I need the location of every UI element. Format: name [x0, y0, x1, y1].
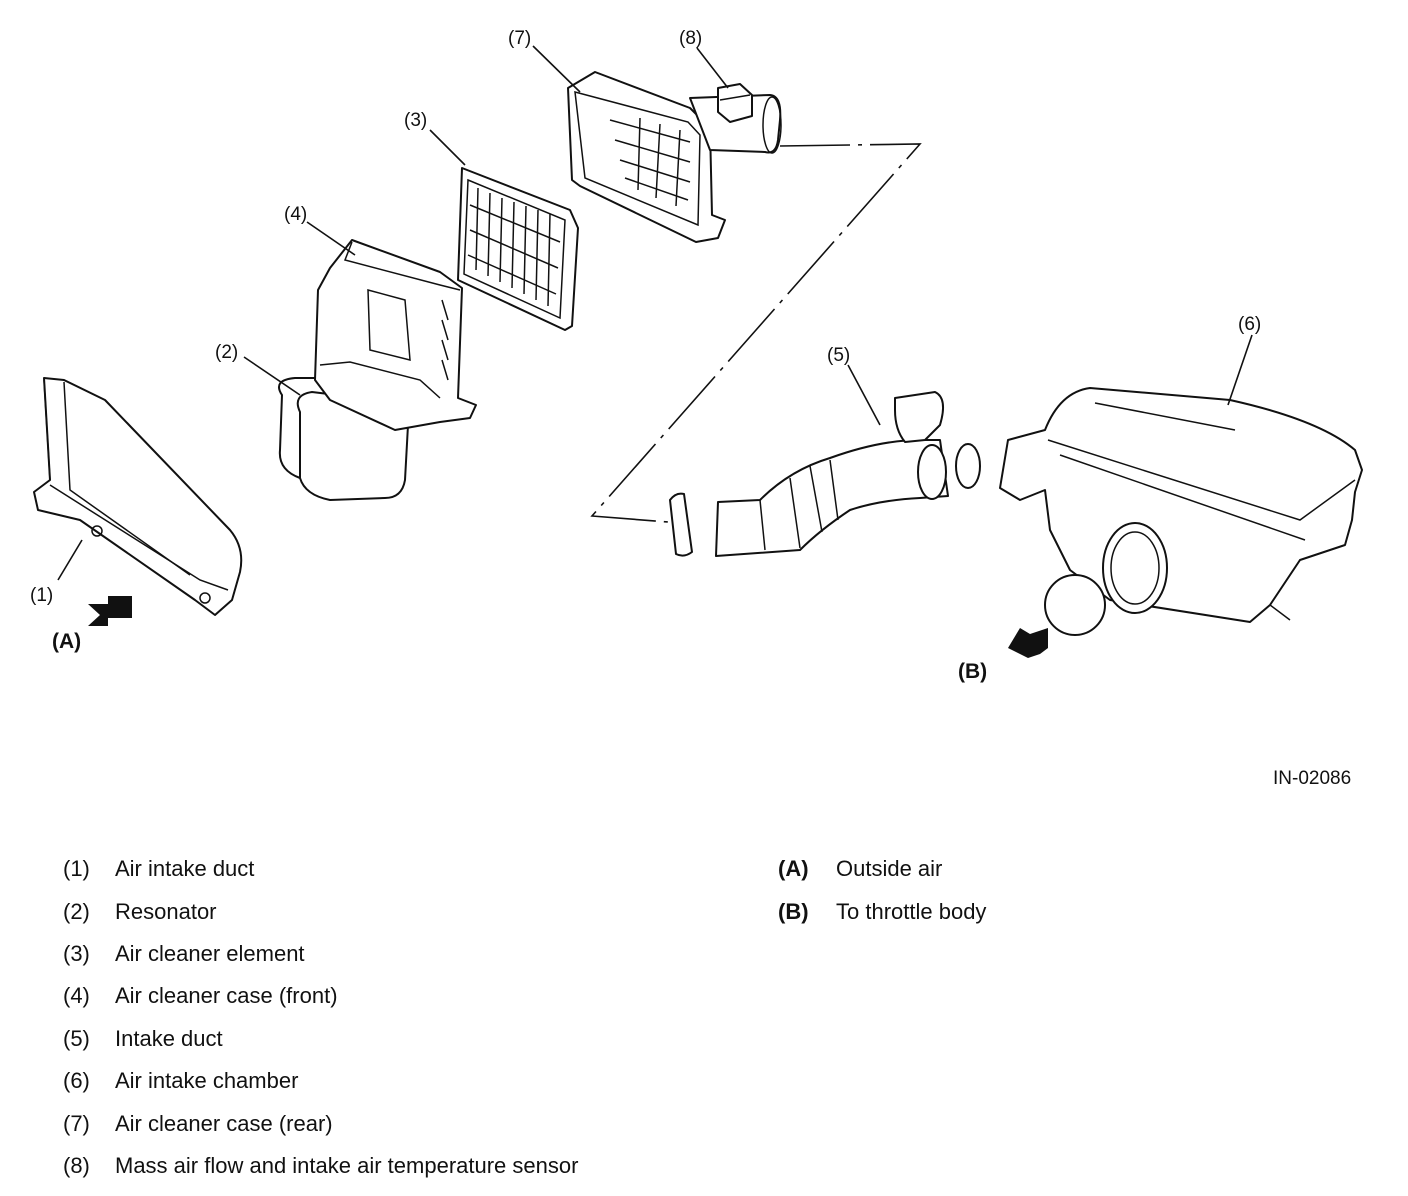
legend-item: (6) Air intake chamber: [63, 1060, 578, 1102]
connection-line: [590, 143, 922, 523]
legend-number: (5): [63, 1025, 90, 1051]
legend-label: Air cleaner case (front): [115, 983, 338, 1009]
legend-number: (4): [63, 983, 90, 1009]
callout-2: (2): [215, 342, 238, 363]
legend-label: Air intake chamber: [115, 1068, 299, 1094]
intake-duct-part: [669, 391, 981, 557]
air-intake-duct-part: [33, 377, 243, 616]
legend-item: (4) Air cleaner case (front): [63, 975, 578, 1017]
legend-key: (A): [778, 856, 809, 882]
legend-item: (3) Air cleaner element: [63, 933, 578, 975]
air-cleaner-case-front-part: [314, 239, 477, 431]
legend-number: (1): [63, 856, 90, 882]
reference-code: IN-02086: [1273, 768, 1351, 789]
legend-number: (3): [63, 940, 90, 966]
leader-lines: [57, 45, 1253, 581]
legend-label: Mass air flow and intake air temperature…: [115, 1152, 579, 1178]
callout-b: (B): [958, 660, 987, 683]
legend-item: (5) Intake duct: [63, 1018, 578, 1060]
callout-a: (A): [52, 630, 81, 653]
legend-label: To throttle body: [836, 898, 987, 924]
maf-sensor-part: [717, 83, 753, 123]
legend-label: Intake duct: [115, 1025, 223, 1051]
legend-item: (B) To throttle body: [778, 890, 986, 932]
legend-label: Resonator: [115, 898, 217, 924]
legend-label: Air intake duct: [115, 856, 255, 882]
flow-legend: (A) Outside air (B) To throttle body: [778, 848, 986, 933]
callout-5: (5): [827, 345, 850, 366]
air-intake-chamber-part: [999, 387, 1363, 636]
air-cleaner-case-rear-part: [567, 71, 782, 243]
legend-number: (6): [63, 1068, 90, 1094]
callout-8: (8): [679, 28, 702, 49]
callout-3: (3): [404, 110, 427, 131]
outside-air-arrow-icon: [88, 596, 132, 626]
legend-item: (2) Resonator: [63, 890, 578, 932]
legend-number: (2): [63, 898, 90, 924]
legend-item: (7) Air cleaner case (rear): [63, 1102, 578, 1144]
legend-label: Outside air: [836, 856, 943, 882]
parts-legend: (1) Air intake duct (2) Resonator (3) Air cle…: [63, 848, 578, 1187]
callout-6: (6): [1238, 314, 1261, 335]
callout-7: (7): [508, 28, 531, 49]
to-throttle-body-arrow-icon: [1008, 628, 1048, 658]
exploded-parts-diagram: (1) (2) (3) (4) (5) (6) (7) (8) (A) (B) …: [30, 28, 1363, 789]
legend-item: (8) Mass air flow and intake air temperat…: [63, 1145, 578, 1187]
air-cleaner-element-part: [457, 167, 579, 331]
legend-label: Air cleaner case (rear): [115, 1110, 333, 1136]
legend-number: (7): [63, 1110, 90, 1136]
legend-item: (1) Air intake duct: [63, 848, 578, 890]
legend-key: (B): [778, 898, 809, 924]
legend-item: (A) Outside air: [778, 848, 986, 890]
legend-label: Air cleaner element: [115, 940, 305, 966]
legend-number: (8): [63, 1152, 90, 1178]
callout-1: (1): [30, 585, 53, 606]
callout-4: (4): [284, 204, 307, 225]
